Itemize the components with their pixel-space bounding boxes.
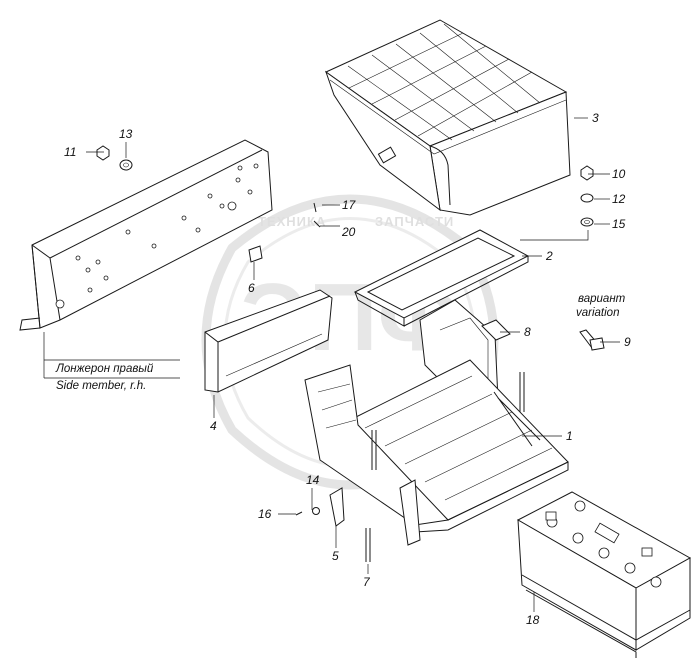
leader-lines xyxy=(43,117,620,612)
pin-7 xyxy=(365,528,371,562)
washer-12 xyxy=(580,193,594,203)
callout-13: 13 xyxy=(119,127,133,141)
variant-note-ru: вариант xyxy=(578,293,626,305)
callout-10: 10 xyxy=(612,167,626,181)
nut-10 xyxy=(580,165,594,181)
side-member-label: Лонжерон правый Side member, r.h. xyxy=(55,363,154,392)
callout-2: 2 xyxy=(545,249,553,263)
variant-note: вариант variation xyxy=(576,293,626,319)
battery xyxy=(516,491,692,658)
callout-9: 9 xyxy=(624,335,631,349)
pin-17 xyxy=(313,202,317,213)
clamp-frame xyxy=(353,229,530,327)
spacer-6 xyxy=(248,245,263,263)
callout-15: 15 xyxy=(612,217,626,231)
hardware xyxy=(96,145,605,562)
callout-20: 20 xyxy=(341,225,356,239)
callout-5: 5 xyxy=(332,549,339,563)
callout-17: 17 xyxy=(342,198,357,212)
callout-18: 18 xyxy=(526,613,540,627)
washer-13 xyxy=(119,159,133,171)
callout-14: 14 xyxy=(306,473,320,487)
callout-6: 6 xyxy=(248,281,255,295)
callout-8: 8 xyxy=(524,325,531,339)
watermark-right-word: ЗАПЧАСТИ xyxy=(375,214,454,229)
watermark-left-word: ТЕХНИКА xyxy=(258,214,326,229)
callout-16: 16 xyxy=(258,507,272,521)
callout-1: 1 xyxy=(566,429,573,443)
side-member xyxy=(19,139,273,331)
bolt-8 xyxy=(481,319,511,341)
battery-tray xyxy=(304,299,569,546)
callout-12: 12 xyxy=(612,192,626,206)
battery-cover xyxy=(325,19,571,216)
nut-11 xyxy=(96,145,110,161)
side-member-label-ru: Лонжерон правый xyxy=(55,363,154,375)
screw-16 xyxy=(295,511,303,516)
callout-3: 3 xyxy=(592,111,599,125)
latch-5 xyxy=(329,487,345,527)
callout-labels: 3 10 12 15 2 8 9 1 11 13 17 20 6 4 14 16… xyxy=(64,111,631,627)
callout-4: 4 xyxy=(210,419,217,433)
variant-note-en: variation xyxy=(576,307,619,319)
washer-15 xyxy=(580,217,594,227)
callout-7: 7 xyxy=(363,575,371,589)
part-20 xyxy=(313,220,321,228)
nut-14 xyxy=(312,507,320,515)
bracket-part-4 xyxy=(204,289,333,393)
side-member-label-en: Side member, r.h. xyxy=(56,380,146,392)
callout-11: 11 xyxy=(64,145,76,159)
